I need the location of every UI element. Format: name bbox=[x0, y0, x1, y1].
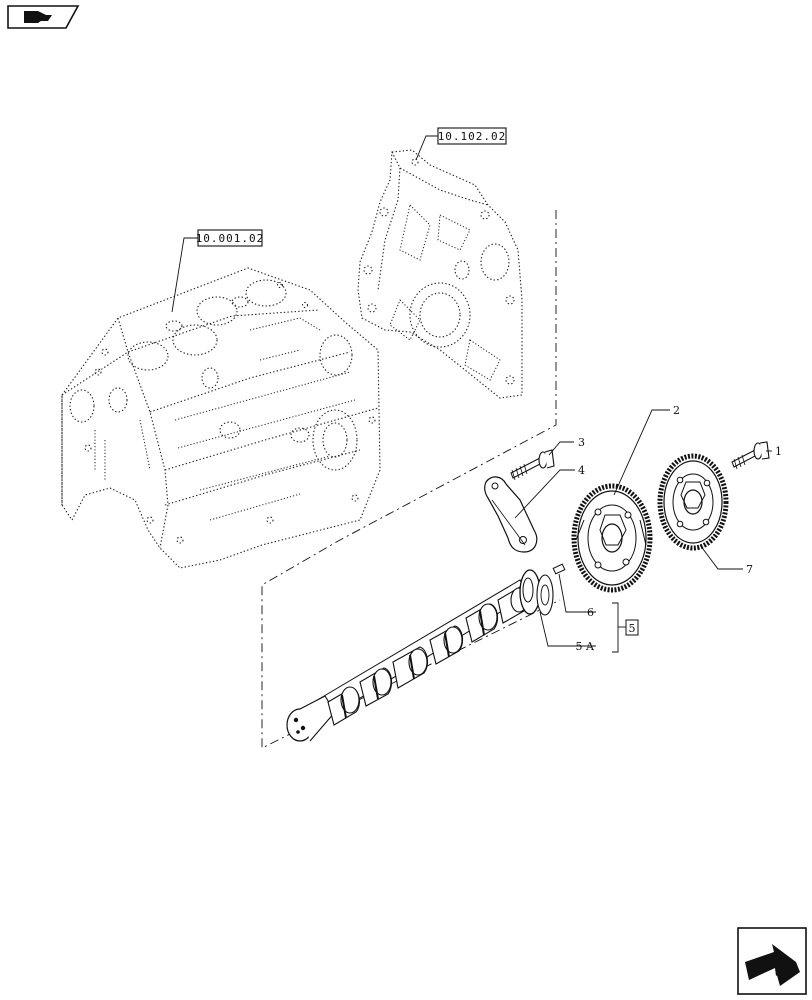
bolt-3 bbox=[510, 449, 555, 481]
engine-block bbox=[61, 267, 381, 569]
dowel-pin bbox=[552, 563, 566, 575]
bolt-1 bbox=[731, 441, 770, 470]
camshaft-gear bbox=[571, 483, 653, 593]
callout-3: 3 bbox=[578, 436, 585, 449]
callout-5: 5 bbox=[629, 622, 636, 635]
camshaft bbox=[286, 569, 554, 742]
book-page-icon[interactable] bbox=[7, 5, 80, 29]
leader-lines bbox=[171, 135, 772, 653]
callout-7: 7 bbox=[746, 563, 753, 576]
callout-1: 1 bbox=[775, 445, 782, 458]
callout-5a: 5 A bbox=[576, 640, 595, 653]
callout-6: 6 bbox=[587, 606, 594, 619]
ref-cover-label: 10.102.02 bbox=[438, 130, 507, 143]
callout-2: 2 bbox=[673, 404, 680, 417]
callout-5-box: 5 bbox=[625, 619, 639, 636]
ref-block-label: 10.001.02 bbox=[196, 232, 265, 245]
next-page-arrow-icon[interactable] bbox=[737, 927, 807, 995]
ref-box-block[interactable]: 10.001.02 bbox=[196, 229, 265, 247]
thrust-plate bbox=[484, 476, 538, 553]
timing-cover bbox=[357, 149, 523, 399]
idler-gear bbox=[657, 453, 729, 551]
callout-4: 4 bbox=[578, 464, 585, 477]
ref-box-timing-cover[interactable]: 10.102.02 bbox=[437, 127, 507, 145]
